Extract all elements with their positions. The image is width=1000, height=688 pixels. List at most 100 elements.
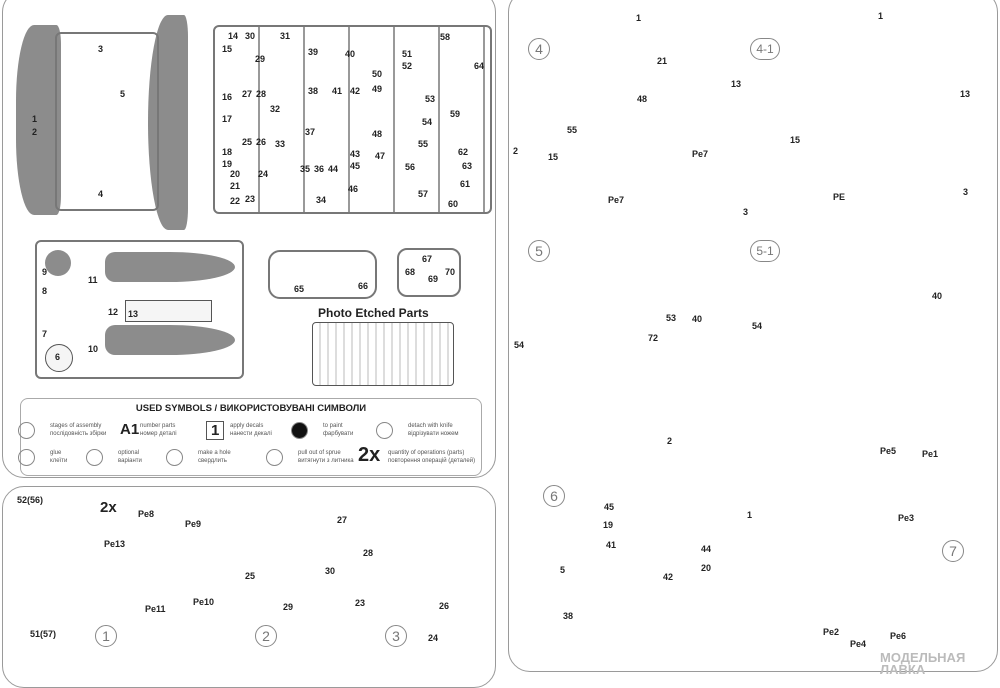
- legend-text-ua: фарбувати: [323, 431, 354, 437]
- part-label: 10: [88, 344, 99, 354]
- part-label: 66: [358, 281, 369, 291]
- part-label: 17: [222, 114, 233, 124]
- part-label: Pe1: [922, 449, 939, 459]
- legend-text-en: make a hole: [198, 450, 231, 456]
- part-label: 48: [637, 94, 648, 104]
- sprue-frame-b: [213, 25, 492, 214]
- part-label: 35: [300, 164, 311, 174]
- part-label: 55: [567, 125, 578, 135]
- part-label: Pe10: [193, 597, 215, 607]
- part-label: 13: [960, 89, 971, 99]
- part-label: Pe6: [890, 631, 907, 641]
- part-label: 62: [458, 147, 469, 157]
- part-label: 26: [256, 137, 267, 147]
- part-label: 52: [402, 61, 413, 71]
- part-label: 12: [108, 307, 119, 317]
- part-label: 13: [128, 309, 139, 319]
- step-number: 5: [528, 240, 550, 262]
- part-label: 2: [513, 146, 519, 156]
- part-label: 65: [294, 284, 305, 294]
- wheel: [45, 250, 71, 276]
- part-label: 56: [405, 162, 416, 172]
- part-label: 32: [270, 104, 281, 114]
- part-label: 58: [440, 32, 451, 42]
- step-number: 6: [543, 485, 565, 507]
- part-label: 53: [425, 94, 436, 104]
- legend-mark: 2x: [358, 444, 381, 466]
- legend-title: USED SYMBOLS / ВИКОРИСТОВУВАНІ СИМВОЛИ: [135, 403, 367, 414]
- part-label: 29: [255, 54, 266, 64]
- step-number: 5-1: [750, 240, 780, 262]
- legend-symbol-icon: [376, 422, 393, 439]
- part-label: 24: [428, 633, 439, 643]
- part-label: 44: [328, 164, 339, 174]
- part-label: 21: [230, 181, 241, 191]
- part-label: 70: [445, 267, 456, 277]
- part-label: 39: [308, 47, 319, 57]
- sprue-frame-a: [55, 32, 159, 211]
- part-label: 1: [636, 13, 642, 23]
- legend-text-ua: відрізувати ножем: [408, 431, 459, 437]
- part-label: 64: [474, 61, 485, 71]
- part-label: 42: [350, 86, 361, 96]
- part-label: 21: [657, 56, 668, 66]
- part-label: 18: [222, 147, 233, 157]
- part-label: Pe5: [880, 446, 897, 456]
- legend-text-en: glue: [50, 450, 62, 456]
- part-label: 72: [648, 333, 659, 343]
- part-label: 16: [222, 92, 233, 102]
- legend-text-ua: послідовність збірки: [50, 431, 107, 437]
- part-label: 52(56): [17, 495, 44, 505]
- part-label: 22: [230, 196, 241, 206]
- legend-text-ua: повторення операцій (деталей): [388, 458, 476, 464]
- part-label: 34: [316, 195, 327, 205]
- legend-symbol-icon: [166, 449, 183, 466]
- part-label: 3: [963, 187, 969, 197]
- legend-text-ua: клеїти: [50, 458, 68, 464]
- part-label: 60: [448, 199, 459, 209]
- watermark: МОДЕЛЬНАЯ ЛАВКА: [880, 650, 966, 677]
- part-label: 44: [701, 544, 712, 554]
- step-number: 7: [942, 540, 964, 562]
- legend-text-ua: витягнути з литника: [298, 458, 354, 464]
- step-number: 4: [528, 38, 550, 60]
- part-label: 5: [560, 565, 566, 575]
- part-label: 43: [350, 149, 361, 159]
- canopy-sprue: [268, 250, 377, 299]
- part-label: 20: [701, 563, 712, 573]
- legend-text-en: pull out of sprue: [298, 450, 341, 456]
- cockpit-floor: [125, 300, 212, 322]
- legend-text-en: to paint: [323, 423, 343, 429]
- part-label: 30: [245, 31, 256, 41]
- part-label: 27: [242, 89, 253, 99]
- steps-1-3-panel: [2, 486, 496, 688]
- part-label: Pe8: [138, 509, 155, 519]
- part-label: 38: [563, 611, 574, 621]
- part-label: 54: [422, 117, 433, 127]
- part-label: 47: [375, 151, 386, 161]
- part-label: 1: [747, 510, 753, 520]
- step-number: 1: [95, 625, 117, 647]
- legend-text-en: quantity of operations (parts): [388, 450, 465, 456]
- legend-mark: 1: [206, 421, 225, 440]
- part-label: 1: [878, 11, 884, 21]
- part-label: 24: [258, 169, 269, 179]
- part-label: 45: [350, 161, 361, 171]
- part-label: 30: [325, 566, 336, 576]
- part-label: 53: [666, 313, 677, 323]
- part-label: 1: [32, 114, 38, 124]
- part-label: 67: [422, 254, 433, 264]
- part-label: 55: [418, 139, 429, 149]
- legend-text-ua: нанести декалі: [230, 431, 272, 437]
- photo-etched-title: Photo Etched Parts: [318, 306, 429, 320]
- part-label: 51: [402, 49, 413, 59]
- part-label: 45: [604, 502, 615, 512]
- part-label: 2: [667, 436, 673, 446]
- part-label: 2x: [100, 499, 117, 516]
- part-label: 3: [743, 207, 749, 217]
- part-label: 49: [372, 84, 383, 94]
- part-label: 25: [242, 137, 253, 147]
- part-label: 69: [428, 274, 439, 284]
- part-label: 25: [245, 571, 256, 581]
- part-label: 9: [42, 267, 48, 277]
